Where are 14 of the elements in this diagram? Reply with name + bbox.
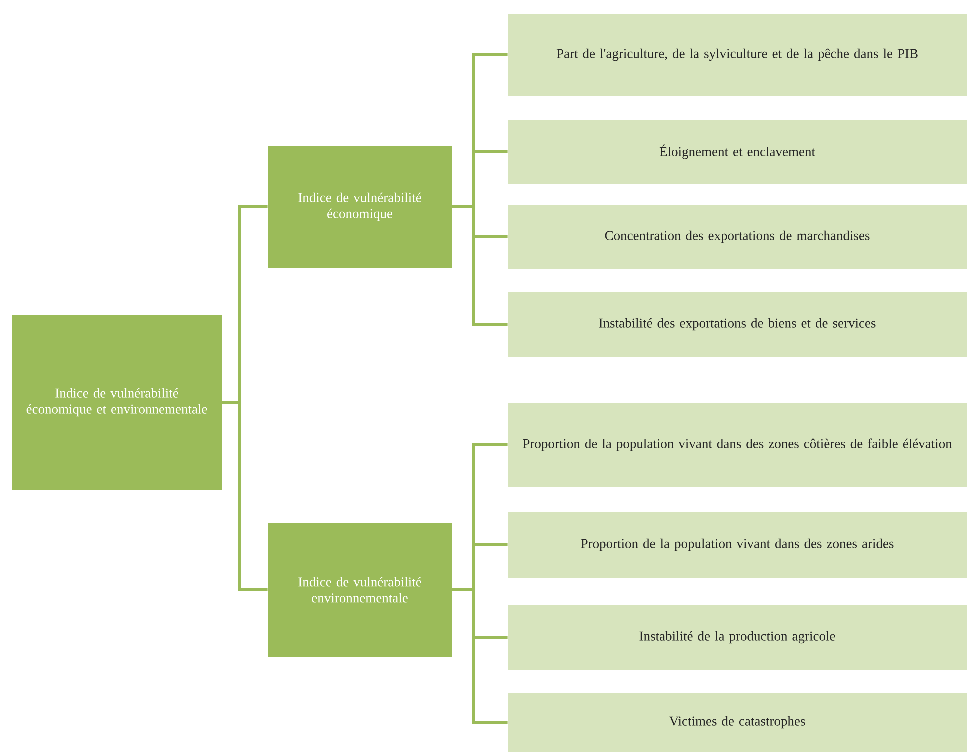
indicator-box: Proportion de la population vivant dans des zones côtières de faible élévation — [508, 403, 967, 487]
connector-line — [452, 206, 508, 326]
connector-line — [452, 588, 508, 724]
connector-line — [222, 401, 268, 592]
indicator-box: Concentration des exportations de marchandises — [508, 205, 967, 269]
indicator-box: Instabilité de la production agricole — [508, 605, 967, 670]
indicator-box: Victimes de catastrophes — [508, 693, 967, 752]
category-box: Indice de vulnérabilité économique — [268, 146, 452, 268]
category-box: Indice de vulnérabilité environnementale — [268, 523, 452, 657]
indicator-box: Éloignement et enclavement — [508, 120, 967, 184]
category-box: Indice de vulnérabilité économique et environnementale — [12, 315, 222, 490]
indicator-box: Instabilité des exportations de biens et de services — [508, 292, 967, 357]
indicator-box: Part de l'agriculture, de la sylviculture et de la pêche dans le PIB — [508, 14, 967, 96]
indicator-box: Proportion de la population vivant dans des zones arides — [508, 512, 967, 578]
